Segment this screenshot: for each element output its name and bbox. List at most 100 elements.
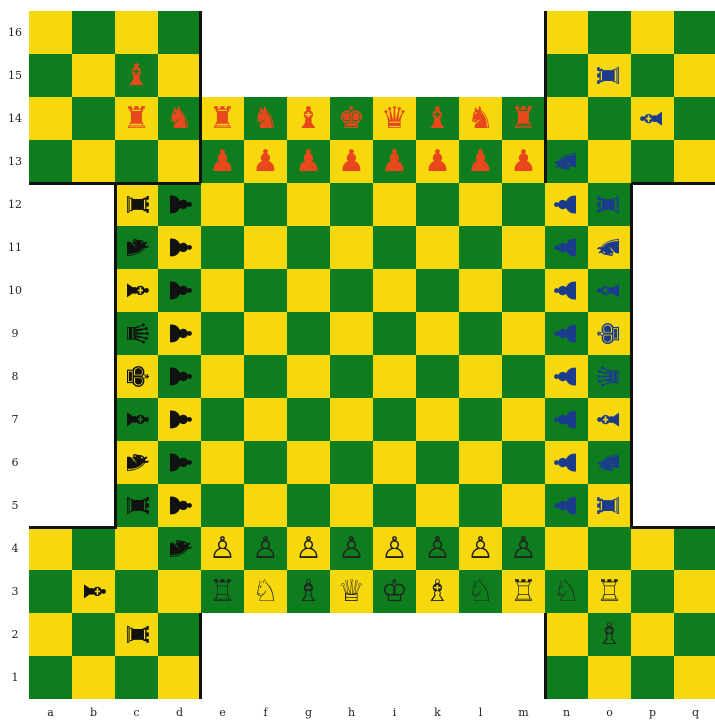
square-d16[interactable] — [158, 11, 201, 54]
square-b1[interactable] — [72, 656, 115, 699]
white-queen-icon[interactable]: ♕ — [330, 570, 373, 613]
square-q3[interactable] — [674, 570, 715, 613]
black-pawn-icon[interactable]: ♟ — [158, 269, 201, 312]
square-g7[interactable] — [287, 398, 330, 441]
square-d2[interactable] — [158, 613, 201, 656]
white-pawn-icon[interactable]: ♙ — [502, 527, 545, 570]
red-rook-icon[interactable]: ♜ — [201, 97, 244, 140]
blue-bishop-icon[interactable]: ♝ — [588, 398, 631, 441]
square-a3[interactable] — [29, 570, 72, 613]
square-l6[interactable] — [459, 441, 502, 484]
square-n16[interactable] — [545, 11, 588, 54]
square-e8[interactable] — [201, 355, 244, 398]
black-pawn-icon[interactable]: ♟ — [158, 484, 201, 527]
black-rook-icon[interactable]: ♜ — [115, 613, 158, 656]
square-f6[interactable] — [244, 441, 287, 484]
square-c13[interactable] — [115, 140, 158, 183]
square-a4[interactable] — [29, 527, 72, 570]
square-n2[interactable] — [545, 613, 588, 656]
square-b14[interactable] — [72, 97, 115, 140]
square-d15[interactable] — [158, 54, 201, 97]
square-h6[interactable] — [330, 441, 373, 484]
white-pawn-icon[interactable]: ♙ — [330, 527, 373, 570]
red-pawn-icon[interactable]: ♟ — [502, 140, 545, 183]
square-q15[interactable] — [674, 54, 715, 97]
square-i7[interactable] — [373, 398, 416, 441]
square-h7[interactable] — [330, 398, 373, 441]
white-bishop-icon[interactable]: ♗ — [588, 613, 631, 656]
blue-rook-icon[interactable]: ♜ — [588, 484, 631, 527]
square-p13[interactable] — [631, 140, 674, 183]
red-knight-icon[interactable]: ♞ — [158, 97, 201, 140]
black-knight-icon[interactable]: ♞ — [115, 441, 158, 484]
black-knight-icon[interactable]: ♞ — [115, 226, 158, 269]
square-g5[interactable] — [287, 484, 330, 527]
square-l8[interactable] — [459, 355, 502, 398]
square-l12[interactable] — [459, 183, 502, 226]
red-pawn-icon[interactable]: ♟ — [201, 140, 244, 183]
blue-knight-icon[interactable]: ♞ — [588, 226, 631, 269]
square-g11[interactable] — [287, 226, 330, 269]
black-pawn-icon[interactable]: ♟ — [158, 183, 201, 226]
square-g10[interactable] — [287, 269, 330, 312]
square-h9[interactable] — [330, 312, 373, 355]
red-rook-icon[interactable]: ♜ — [115, 97, 158, 140]
black-pawn-icon[interactable]: ♟ — [158, 441, 201, 484]
square-i10[interactable] — [373, 269, 416, 312]
square-k11[interactable] — [416, 226, 459, 269]
square-e6[interactable] — [201, 441, 244, 484]
blue-pawn-icon[interactable]: ♟ — [545, 484, 588, 527]
red-pawn-icon[interactable]: ♟ — [459, 140, 502, 183]
square-l9[interactable] — [459, 312, 502, 355]
square-m7[interactable] — [502, 398, 545, 441]
square-i12[interactable] — [373, 183, 416, 226]
blue-rook-icon[interactable]: ♜ — [588, 54, 631, 97]
white-knight-icon[interactable]: ♘ — [459, 570, 502, 613]
blue-pawn-icon[interactable]: ♟ — [545, 183, 588, 226]
black-rook-icon[interactable]: ♜ — [115, 484, 158, 527]
square-c3[interactable] — [115, 570, 158, 613]
square-a16[interactable] — [29, 11, 72, 54]
square-p16[interactable] — [631, 11, 674, 54]
white-knight-icon[interactable]: ♘ — [545, 570, 588, 613]
square-h8[interactable] — [330, 355, 373, 398]
square-i9[interactable] — [373, 312, 416, 355]
square-c1[interactable] — [115, 656, 158, 699]
square-q2[interactable] — [674, 613, 715, 656]
square-l5[interactable] — [459, 484, 502, 527]
red-bishop-icon[interactable]: ♝ — [416, 97, 459, 140]
square-q16[interactable] — [674, 11, 715, 54]
blue-bishop-icon[interactable]: ♝ — [588, 269, 631, 312]
square-f7[interactable] — [244, 398, 287, 441]
square-e9[interactable] — [201, 312, 244, 355]
square-f5[interactable] — [244, 484, 287, 527]
square-k9[interactable] — [416, 312, 459, 355]
square-g8[interactable] — [287, 355, 330, 398]
red-bishop-icon[interactable]: ♝ — [115, 54, 158, 97]
square-e12[interactable] — [201, 183, 244, 226]
square-e5[interactable] — [201, 484, 244, 527]
white-rook-icon[interactable]: ♖ — [201, 570, 244, 613]
square-b16[interactable] — [72, 11, 115, 54]
square-a1[interactable] — [29, 656, 72, 699]
square-o14[interactable] — [588, 97, 631, 140]
white-rook-icon[interactable]: ♖ — [502, 570, 545, 613]
square-l11[interactable] — [459, 226, 502, 269]
square-k12[interactable] — [416, 183, 459, 226]
square-p2[interactable] — [631, 613, 674, 656]
black-bishop-icon[interactable]: ♝ — [72, 570, 115, 613]
square-n14[interactable] — [545, 97, 588, 140]
square-e10[interactable] — [201, 269, 244, 312]
square-i8[interactable] — [373, 355, 416, 398]
blue-pawn-icon[interactable]: ♟ — [545, 226, 588, 269]
white-pawn-icon[interactable]: ♙ — [373, 527, 416, 570]
blue-pawn-icon[interactable]: ♟ — [545, 441, 588, 484]
white-bishop-icon[interactable]: ♗ — [287, 570, 330, 613]
red-knight-icon[interactable]: ♞ — [459, 97, 502, 140]
black-queen-icon[interactable]: ♛ — [115, 312, 158, 355]
white-pawn-icon[interactable]: ♙ — [201, 527, 244, 570]
red-rook-icon[interactable]: ♜ — [502, 97, 545, 140]
blue-pawn-icon[interactable]: ♟ — [545, 312, 588, 355]
square-q1[interactable] — [674, 656, 715, 699]
square-q4[interactable] — [674, 527, 715, 570]
